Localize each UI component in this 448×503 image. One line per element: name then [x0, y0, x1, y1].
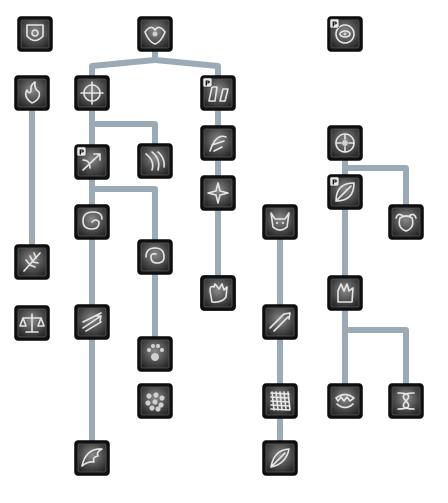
talent-gauntlet-icon	[337, 283, 354, 303]
talent-node[interactable]	[388, 383, 424, 419]
talent-node[interactable]	[137, 383, 173, 419]
talent-node[interactable]	[200, 275, 236, 311]
talent-node[interactable]	[262, 440, 298, 476]
talent-swift-strike-icon	[269, 312, 291, 332]
talent-tile	[17, 78, 47, 108]
talent-tile	[265, 207, 295, 237]
talent-tile	[203, 278, 233, 308]
talent-net-icon	[270, 391, 291, 411]
talent-knot-icon	[397, 392, 415, 410]
talent-node[interactable]	[74, 204, 110, 240]
talent-horned-beast-icon	[395, 213, 417, 232]
talent-node[interactable]	[327, 125, 363, 161]
talent-node[interactable]	[327, 383, 363, 419]
talent-nodes: P P P P	[14, 16, 424, 476]
talent-target-sight-icon	[80, 81, 104, 105]
talent-node[interactable]	[262, 304, 298, 340]
talent-hooves-icon	[208, 86, 229, 102]
passive-badge: P	[329, 176, 340, 187]
talent-beast-face-icon	[270, 212, 290, 231]
talent-leaf-icon	[335, 182, 355, 202]
talent-beast-bite-icon	[335, 393, 355, 409]
talent-connector	[342, 327, 409, 388]
talent-node[interactable]	[262, 383, 298, 419]
talent-node[interactable]	[137, 16, 173, 52]
talent-connectors	[29, 47, 409, 445]
talent-rune-circle-icon	[335, 133, 355, 153]
talent-node[interactable]: P	[74, 144, 110, 180]
talent-wing-icon	[81, 448, 103, 467]
svg-text:P: P	[332, 179, 337, 187]
talent-sparkle-icon	[207, 182, 229, 204]
talent-wheat-icon	[23, 252, 41, 272]
talent-claw-hand-icon	[209, 283, 228, 303]
passive-badge: P	[202, 77, 213, 88]
talent-node[interactable]	[74, 304, 110, 340]
talent-node[interactable]	[327, 275, 363, 311]
talent-balance-scale-icon	[19, 313, 45, 333]
talent-node[interactable]	[200, 175, 236, 211]
talent-eye-orb-icon	[335, 24, 355, 44]
talent-tile	[140, 242, 170, 272]
talent-node[interactable]	[137, 143, 173, 179]
talent-node[interactable]	[17, 16, 53, 52]
talent-node[interactable]	[74, 440, 110, 476]
talent-node[interactable]: P	[200, 75, 236, 111]
talent-vortex-icon	[145, 247, 165, 264]
talent-connector	[342, 165, 409, 209]
talent-node[interactable]	[137, 239, 173, 275]
talent-shield-eye-icon	[26, 24, 44, 42]
talent-claw-strike-icon	[145, 151, 165, 171]
talent-stone-cluster-icon	[145, 392, 165, 412]
talent-node[interactable]	[137, 336, 173, 372]
talent-tile	[391, 207, 421, 237]
talent-connector	[89, 47, 158, 81]
talent-connector	[89, 186, 158, 244]
talent-bound-figure-icon	[209, 135, 227, 152]
talent-node[interactable]	[14, 305, 50, 341]
svg-text:P: P	[205, 80, 210, 88]
talent-node[interactable]	[200, 125, 236, 161]
talent-node[interactable]	[388, 204, 424, 240]
talent-tile	[203, 178, 233, 208]
talent-node[interactable]: P	[327, 174, 363, 210]
svg-text:P: P	[79, 149, 84, 157]
talent-tile	[265, 307, 295, 337]
passive-badge: P	[76, 146, 87, 157]
talent-node[interactable]	[262, 204, 298, 240]
passive-badge: P	[329, 18, 340, 29]
talent-tile	[140, 146, 170, 176]
talent-paw-print-icon	[147, 344, 164, 361]
talent-flame-cat-icon	[25, 81, 41, 104]
talent-node[interactable]: P	[327, 16, 363, 52]
talent-arrow-swipe-icon	[82, 153, 101, 171]
talent-crest-icon	[144, 26, 166, 45]
talent-connector	[152, 47, 221, 81]
talent-feather-icon	[270, 448, 290, 468]
talent-node[interactable]	[74, 75, 110, 111]
talent-tile	[20, 19, 50, 49]
talent-connector	[89, 121, 158, 148]
talent-multi-arrow-icon	[82, 312, 102, 332]
talent-node[interactable]	[14, 244, 50, 280]
svg-text:P: P	[332, 21, 337, 29]
talent-spiral-icon	[82, 211, 103, 230]
talent-node[interactable]	[14, 75, 50, 111]
